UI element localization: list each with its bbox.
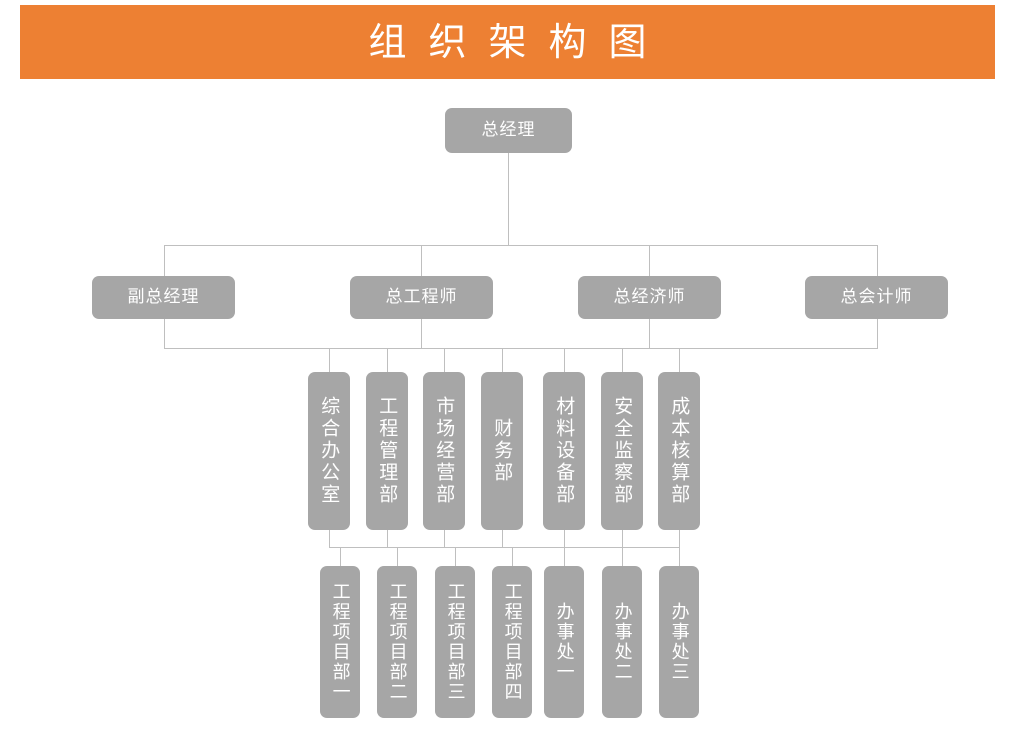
connector-drop-cost-accounting bbox=[679, 348, 680, 372]
node-engineering-mgmt[interactable]: 工程管理部 bbox=[366, 372, 408, 530]
node-safety-supervision[interactable]: 安全监察部 bbox=[601, 372, 643, 530]
node-deputy-gm[interactable]: 副总经理 bbox=[92, 276, 235, 319]
connector-drop-engineering-mgmt bbox=[387, 348, 388, 372]
connector-gm-trunk bbox=[508, 153, 509, 245]
node-project-dept-2[interactable]: 工程项目部二 bbox=[377, 566, 417, 718]
connector-drop-chief-engineer bbox=[421, 245, 422, 297]
connector-drop-project-dept-3 bbox=[455, 547, 456, 566]
org-chart: 总经理 副总经理 总工程师 总经济师 总会计师 综合办公室 工程管理部 市场经营… bbox=[0, 79, 1013, 732]
connector-riser-chief-engineer bbox=[421, 319, 422, 348]
connector-drop-finance bbox=[502, 348, 503, 372]
node-project-dept-1[interactable]: 工程项目部一 bbox=[320, 566, 360, 718]
connector-riser-finance bbox=[502, 530, 503, 547]
node-office-2[interactable]: 办事处二 bbox=[602, 566, 642, 718]
connector-riser-chief-economist bbox=[649, 319, 650, 348]
connector-drop-general-office bbox=[329, 348, 330, 372]
connector-department-bus bbox=[164, 348, 878, 349]
connector-drop-market-operations bbox=[444, 348, 445, 372]
node-material-equipment[interactable]: 材料设备部 bbox=[543, 372, 585, 530]
node-chief-engineer[interactable]: 总工程师 bbox=[350, 276, 493, 319]
connector-riser-general-office bbox=[329, 530, 330, 547]
page-title: 组织架构图 bbox=[368, 20, 669, 64]
connector-drop-project-dept-1 bbox=[340, 547, 341, 566]
connector-executive-bus bbox=[164, 245, 878, 246]
node-office-1[interactable]: 办事处一 bbox=[544, 566, 584, 718]
node-chief-accountant[interactable]: 总会计师 bbox=[805, 276, 948, 319]
connector-drop-office-2 bbox=[622, 547, 623, 566]
node-office-3[interactable]: 办事处三 bbox=[659, 566, 699, 718]
title-banner: 组织架构图 bbox=[20, 5, 995, 79]
connector-drop-deputy-gm bbox=[164, 245, 165, 297]
node-gm[interactable]: 总经理 bbox=[445, 108, 572, 153]
connector-riser-cost-accounting bbox=[679, 530, 680, 547]
connector-riser-market-operations bbox=[444, 530, 445, 547]
connector-unit-bus bbox=[329, 547, 680, 548]
connector-riser-safety-supervision bbox=[622, 530, 623, 547]
node-chief-economist[interactable]: 总经济师 bbox=[578, 276, 721, 319]
connector-riser-engineering-mgmt bbox=[387, 530, 388, 547]
connector-riser-material-equipment bbox=[564, 530, 565, 547]
connector-drop-chief-economist bbox=[649, 245, 650, 297]
connector-drop-safety-supervision bbox=[622, 348, 623, 372]
connector-drop-office-3 bbox=[679, 547, 680, 566]
connector-drop-project-dept-4 bbox=[512, 547, 513, 566]
connector-drop-project-dept-2 bbox=[397, 547, 398, 566]
connector-drop-material-equipment bbox=[564, 348, 565, 372]
connector-drop-office-1 bbox=[564, 547, 565, 566]
connector-drop-chief-accountant bbox=[877, 245, 878, 297]
node-project-dept-4[interactable]: 工程项目部四 bbox=[492, 566, 532, 718]
node-market-operations[interactable]: 市场经营部 bbox=[423, 372, 465, 530]
node-general-office[interactable]: 综合办公室 bbox=[308, 372, 350, 530]
connector-riser-deputy-gm bbox=[164, 319, 165, 348]
connector-riser-chief-accountant bbox=[877, 319, 878, 348]
node-finance[interactable]: 财务部 bbox=[481, 372, 523, 530]
node-project-dept-3[interactable]: 工程项目部三 bbox=[435, 566, 475, 718]
node-cost-accounting[interactable]: 成本核算部 bbox=[658, 372, 700, 530]
